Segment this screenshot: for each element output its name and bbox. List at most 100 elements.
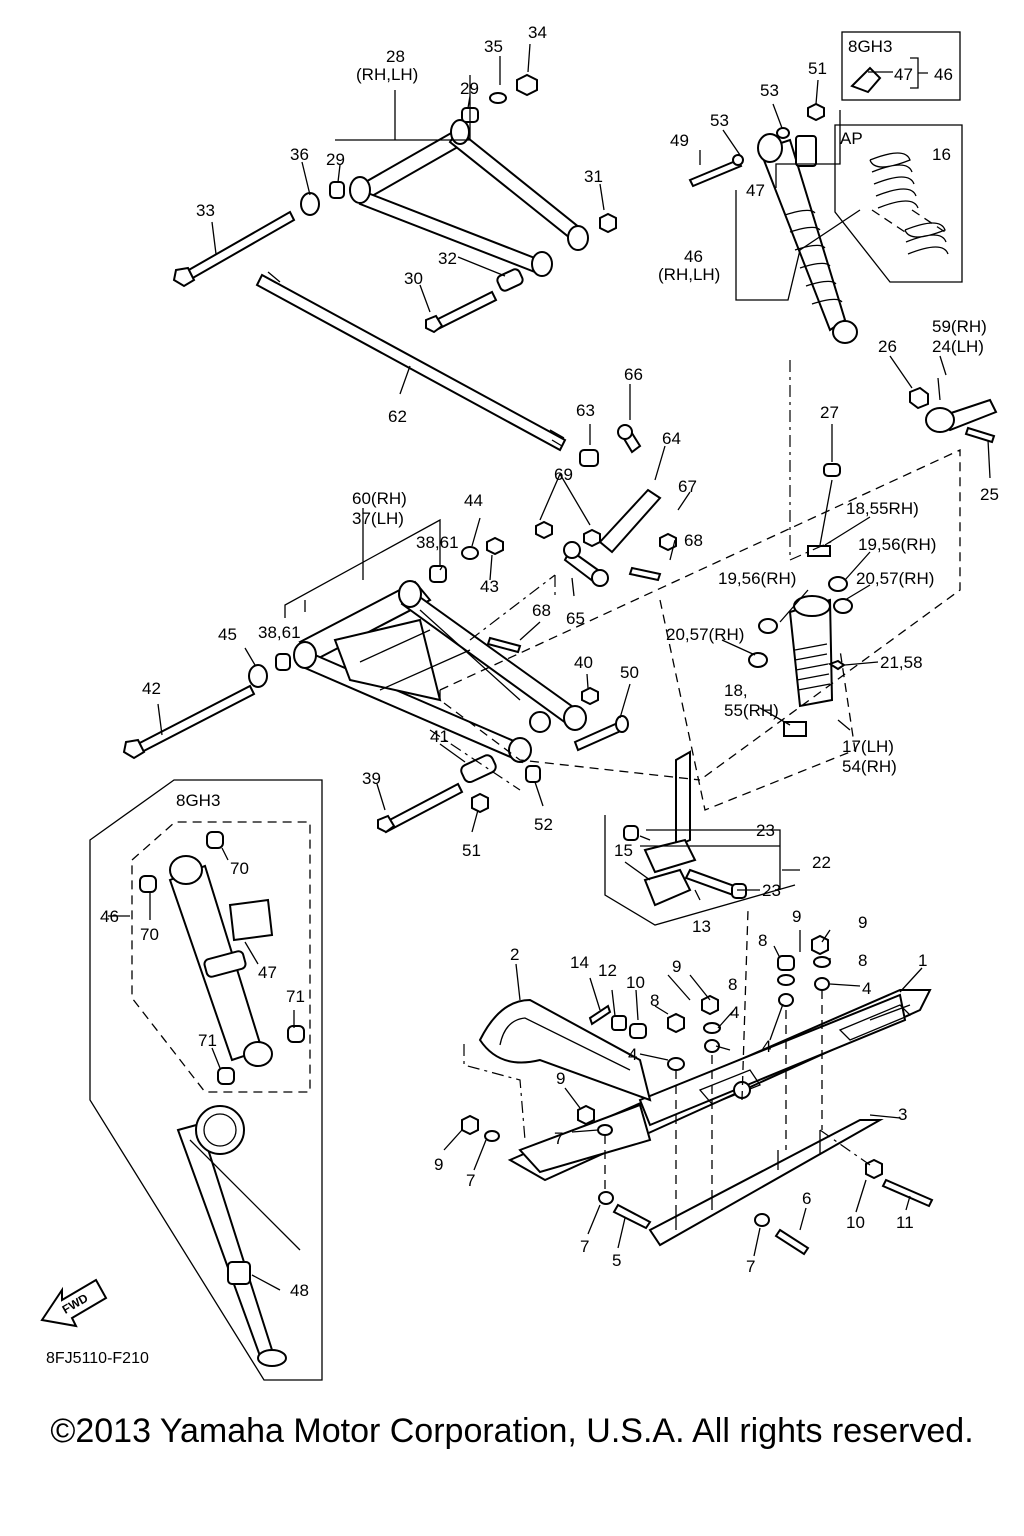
label-64: 64 [662,429,681,448]
label-68a: 68 [684,531,703,550]
label-53a: 53 [760,81,779,100]
label-8gh3b: 8GH3 [176,791,220,810]
label-39: 39 [362,769,381,788]
label-9c: 9 [858,913,867,932]
ap-spring-box [834,124,963,283]
fwd-arrow-icon: FWD [40,1278,108,1328]
label-13: 13 [692,917,711,936]
label-68b: 68 [532,601,551,620]
label-47a: 47 [894,65,913,84]
label-51b: 51 [462,841,481,860]
label-66: 66 [624,365,643,384]
stabilizer-link [535,424,677,587]
lower-a-arm [293,580,587,764]
label-25: 25 [980,485,999,504]
label-21: 21,58 [880,653,923,672]
spindle-outline-dashed [439,448,961,781]
8gh3-lower-box [89,779,323,1381]
label-8gh3a: 8GH3 [848,37,892,56]
label-18b: 18, [724,681,748,700]
label-32: 32 [438,249,457,268]
label-20b: 20,57(RH) [666,625,744,644]
8gh3-top-box [841,31,961,101]
leader-lines [108,43,991,1291]
label-49: 49 [670,131,689,150]
label-29b: 29 [326,150,345,169]
ski-hardware [461,934,934,1256]
label-70b: 70 [140,925,159,944]
label-63: 63 [576,401,595,420]
label-30: 30 [404,269,423,288]
label-40: 40 [574,653,593,672]
label-35: 35 [484,37,503,56]
label-54: 54(RH) [842,757,897,776]
label-53b: 53 [710,111,729,130]
label-59: 59(RH) [932,317,987,336]
label-50: 50 [620,663,639,682]
label-69: 69 [554,465,573,484]
label-71b: 71 [198,1031,217,1050]
label-60: 60(RH) [352,489,407,508]
label-23a: 23 [756,821,775,840]
label-15: 15 [614,841,633,860]
label-4a: 4 [730,1003,739,1022]
spindle [675,463,853,848]
label-8b: 8 [728,975,737,994]
ski-assembly [478,989,932,1247]
label-4c: 4 [862,979,871,998]
label-6: 6 [802,1189,811,1208]
label-ap: AP [840,129,863,148]
label-22: 22 [812,853,831,872]
label-42: 42 [142,679,161,698]
label-46-sub: (RH,LH) [658,265,720,284]
label-27: 27 [820,403,839,422]
copyright-notice: ©2013 Yamaha Motor Corporation, U.S.A. A… [50,1412,974,1450]
label-7d: 7 [746,1257,755,1276]
label-17: 17(LH) [842,737,894,756]
label-46b: 46 [684,247,703,266]
label-38b: 38,61 [258,623,301,642]
label-44: 44 [464,491,483,510]
label-9b: 9 [792,907,801,926]
label-2: 2 [510,945,519,964]
label-33: 33 [196,201,215,220]
upper-arm-hardware [172,73,617,334]
upper-a-arm [349,119,589,277]
label-10b: 10 [846,1213,865,1232]
label-46c: 46 [100,907,119,926]
label-5: 5 [612,1251,621,1270]
label-1: 1 [918,951,927,970]
label-55: 55(RH) [724,701,779,720]
label-41: 41 [430,727,449,746]
label-8c: 8 [758,931,767,950]
label-7a: 7 [554,1129,563,1148]
label-51a: 51 [808,59,827,78]
label-19b: 19,56(RH) [718,569,796,588]
label-46a: 46 [934,65,953,84]
lower-arm-hardware [122,536,629,834]
label-38a: 38,61 [416,533,459,552]
leader-dashdot [429,360,836,791]
shock-absorber [688,102,858,344]
label-14: 14 [570,953,589,972]
label-34: 34 [528,23,547,42]
label-20a: 20,57(RH) [856,569,934,588]
label-4d: 4 [762,1037,771,1056]
label-8d: 8 [858,951,867,970]
label-23b: 23 [762,881,781,900]
label-26: 26 [878,337,897,356]
label-45: 45 [218,625,237,644]
label-28-sub: (RH,LH) [356,65,418,84]
label-10a: 10 [626,973,645,992]
spindle-inner-dashed [659,599,856,811]
ski-dashed-guides [463,909,871,1210]
label-37: 37(LH) [352,509,404,528]
label-24: 24(LH) [932,337,984,356]
shock-bracket-lines [735,110,861,301]
label-62: 62 [388,407,407,426]
stabilizer-rod [255,271,599,467]
label-28: 28 [386,47,405,66]
label-18a: 18,55RH) [846,499,919,518]
label-65: 65 [566,609,585,628]
